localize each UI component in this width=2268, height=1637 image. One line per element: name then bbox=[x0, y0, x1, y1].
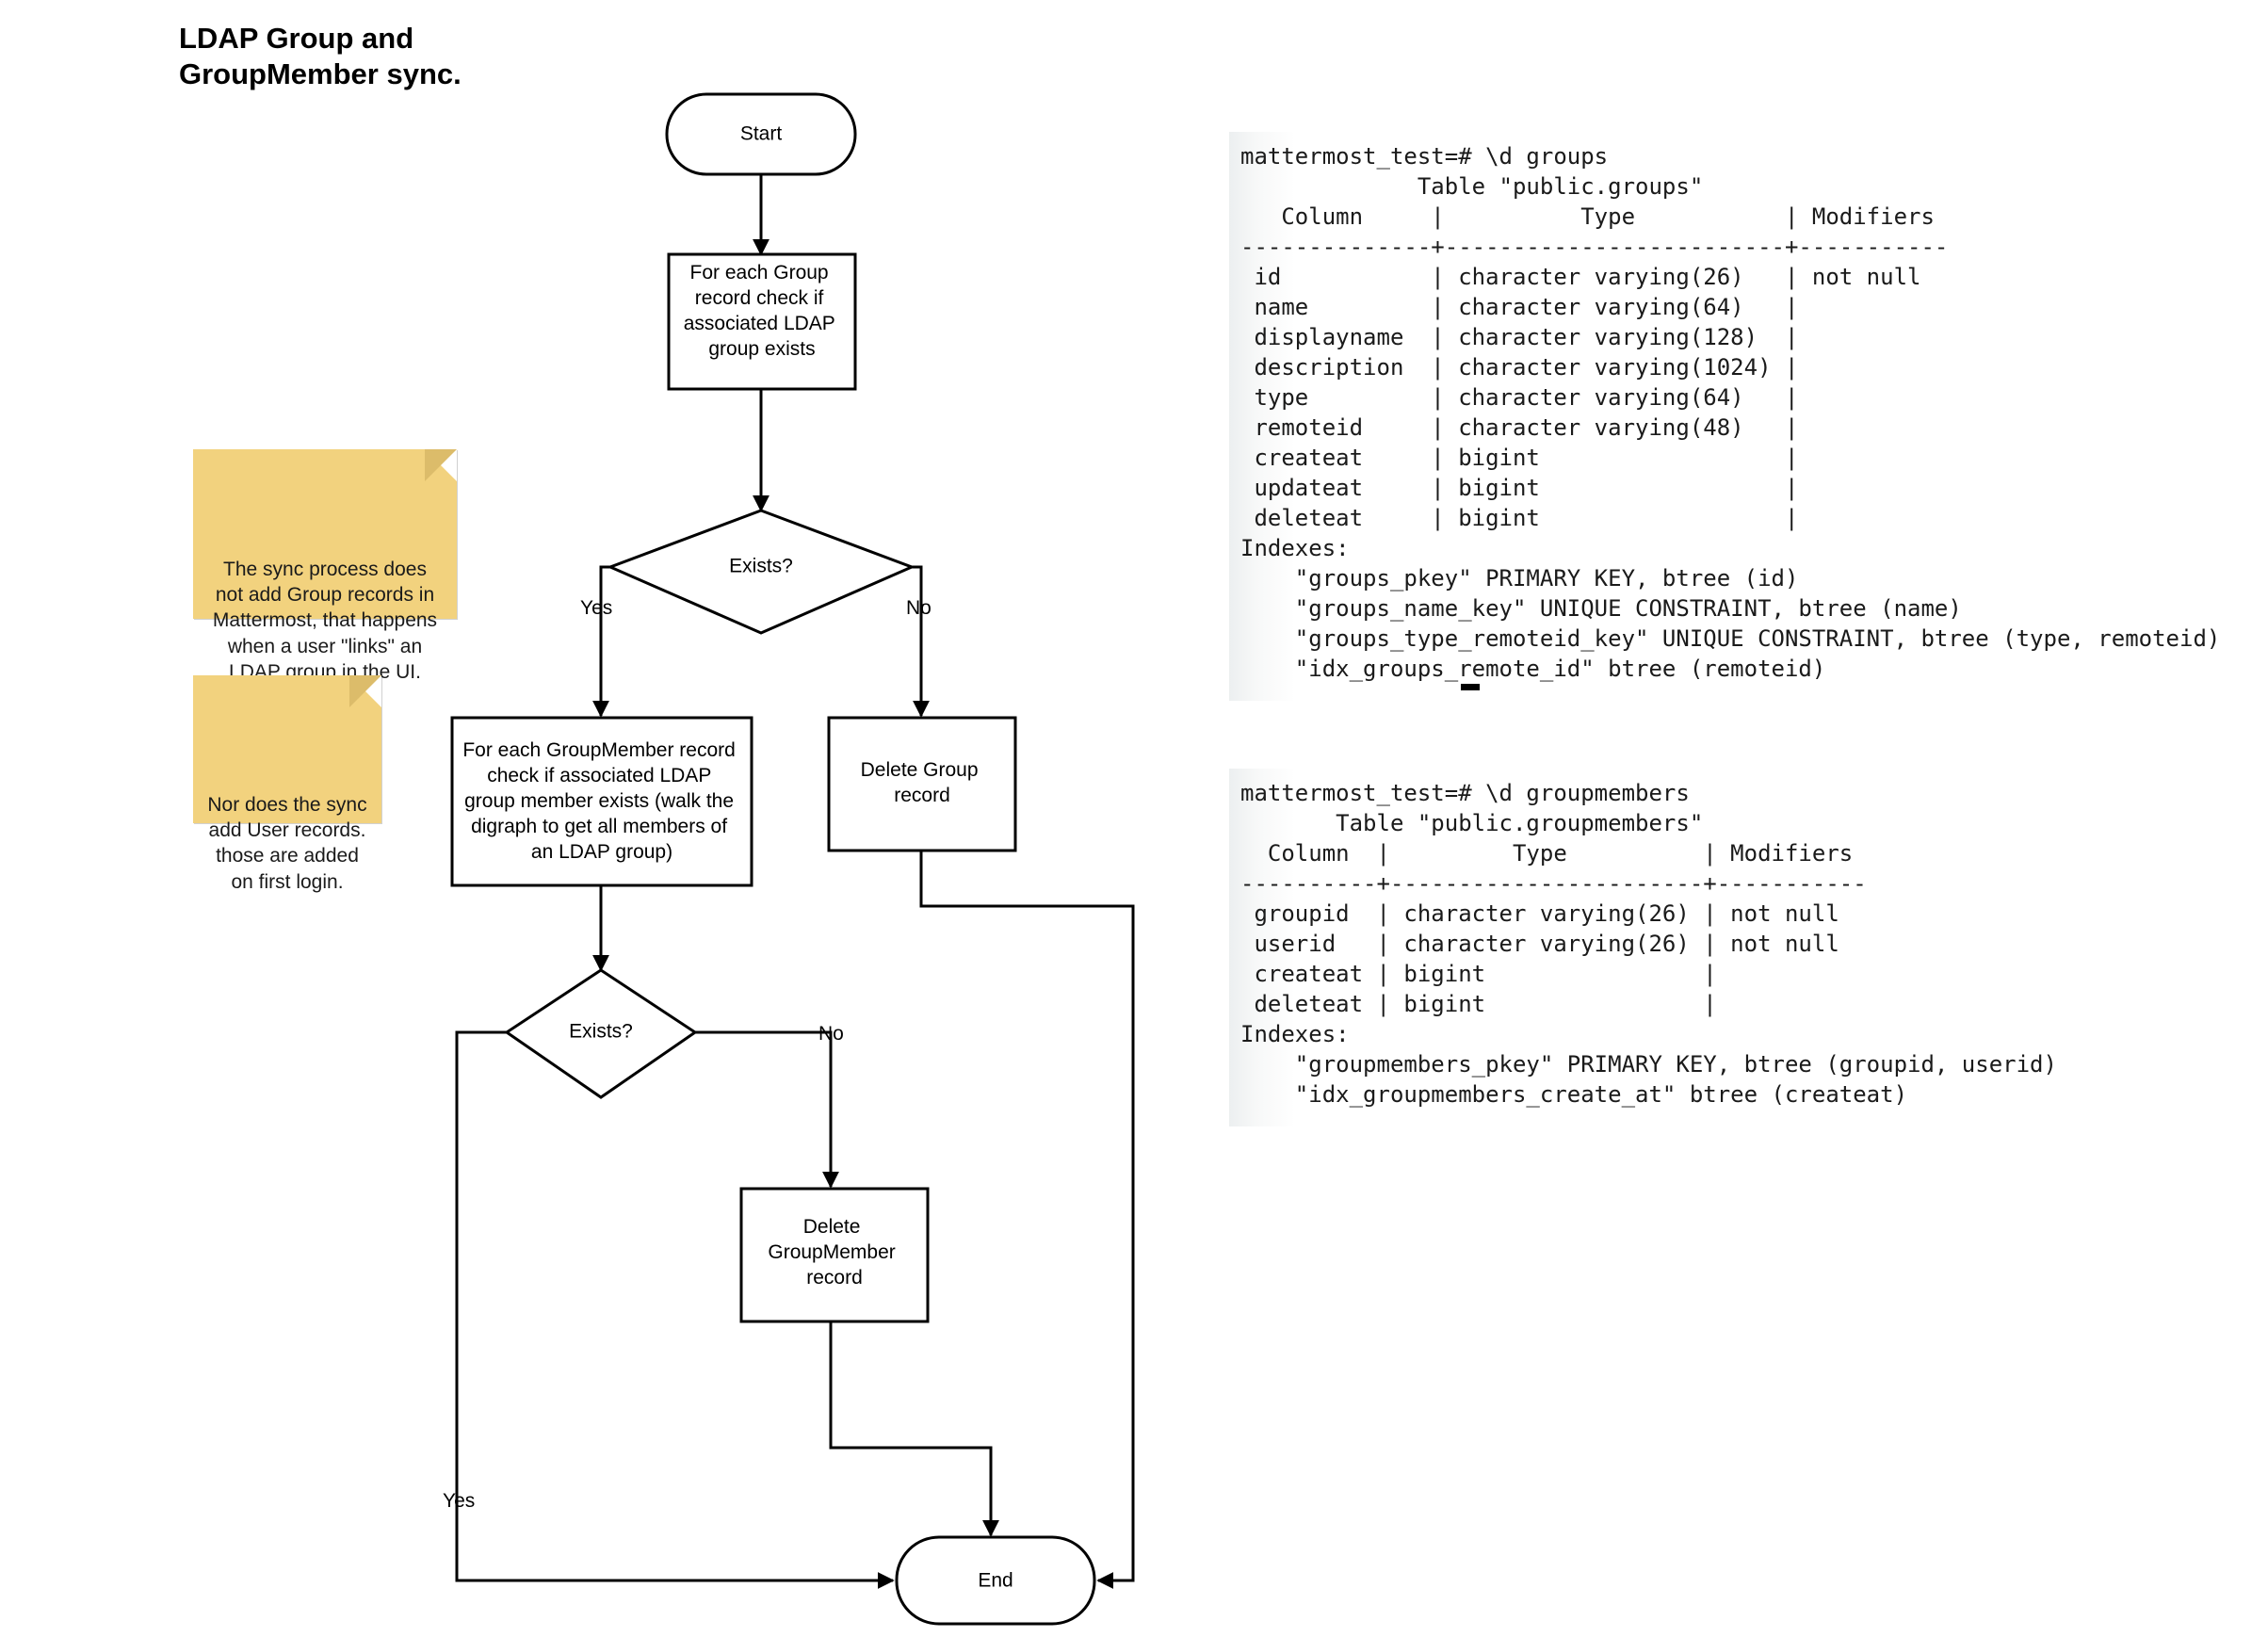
node-decision-groupmember-label: Exists? bbox=[569, 1021, 633, 1043]
terminal-cursor bbox=[1461, 684, 1480, 690]
edge-decision-groupmember-no bbox=[695, 1030, 839, 1189]
terminal-output-groupmembers: mattermost_test=# \d groupmembers Table … bbox=[1229, 769, 2057, 1126]
page-title: LDAP Group and GroupMember sync. bbox=[179, 22, 462, 91]
node-delete-group-label: Delete Group record bbox=[861, 759, 984, 806]
node-delete-groupmember[interactable] bbox=[739, 1187, 930, 1323]
node-check-group-label: For each Group record check if associate… bbox=[684, 262, 841, 360]
node-decision-group[interactable] bbox=[607, 509, 915, 635]
edge-delete-group-to-end bbox=[919, 851, 1135, 1589]
edge-label-member-yes: Yes bbox=[443, 1490, 475, 1512]
node-start-label: Start bbox=[740, 123, 783, 145]
edge-label-group-no: No bbox=[906, 597, 932, 619]
terminal-output-groups: mattermost_test=# \d groups Table "publi… bbox=[1229, 132, 2239, 701]
sticky-note-text: Nor does the sync add User records. thos… bbox=[207, 793, 367, 893]
edge-label-member-no: No bbox=[818, 1023, 844, 1045]
sticky-fold-shade-icon bbox=[425, 449, 457, 481]
edge-decision-groupmember-yes bbox=[455, 1030, 895, 1589]
node-end[interactable] bbox=[895, 1535, 1096, 1626]
node-check-groupmember-label: For each GroupMember record check if ass… bbox=[462, 739, 740, 863]
node-delete-groupmember-label: Delete GroupMember record bbox=[768, 1216, 900, 1289]
node-delete-group[interactable] bbox=[827, 716, 1017, 852]
flowchart: Start For each Group record check if ass… bbox=[443, 92, 1135, 1626]
edge-decision-group-yes bbox=[592, 565, 610, 718]
edge-delete-groupmember-to-end bbox=[829, 1321, 999, 1537]
node-decision-group-label: Exists? bbox=[729, 556, 793, 577]
sticky-note-sync-no-user-records: Nor does the sync add User records. thos… bbox=[193, 675, 381, 893]
sticky-note-text: The sync process does not add Group reco… bbox=[212, 558, 438, 684]
sticky-fold-shade-icon bbox=[349, 675, 381, 707]
node-decision-groupmember[interactable] bbox=[504, 968, 698, 1099]
edge-decision-group-no bbox=[912, 565, 930, 718]
node-check-groupmember[interactable] bbox=[450, 716, 753, 887]
edge-label-group-yes: Yes bbox=[580, 597, 612, 619]
node-check-group[interactable] bbox=[667, 252, 857, 391]
node-start[interactable] bbox=[665, 92, 857, 176]
node-end-label: End bbox=[978, 1570, 1012, 1592]
sticky-note-sync-no-group-records: The sync process does not add Group reco… bbox=[193, 449, 457, 683]
